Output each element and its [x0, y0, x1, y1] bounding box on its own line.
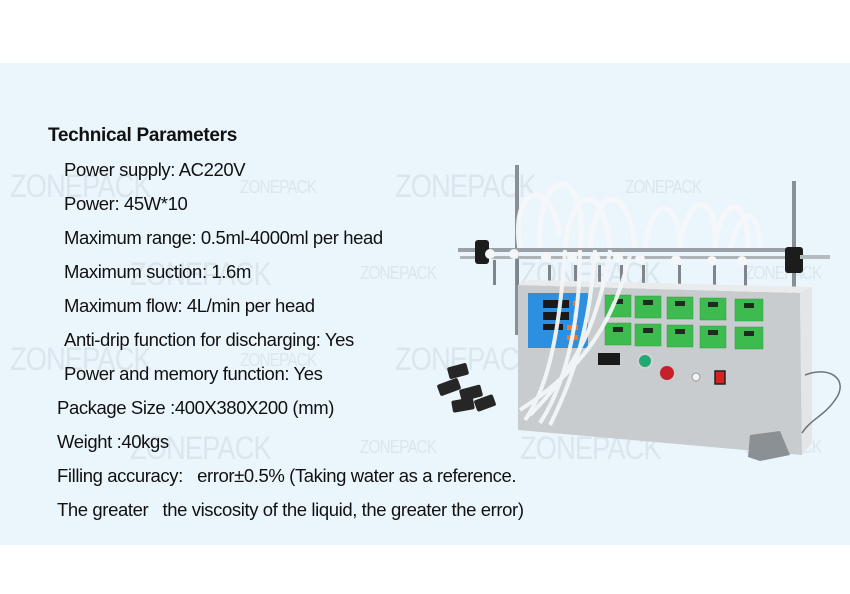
spec-filling-accuracy-note: The greater the viscosity of the liquid,…: [57, 499, 524, 520]
spec-filling-accuracy: Filling accuracy: error±0.5% (Taking wat…: [57, 465, 517, 486]
spec-power-memory: Power and memory function: Yes: [64, 363, 323, 384]
foot-pedal: [748, 431, 790, 461]
spec-weight: Weight :40kgs: [57, 431, 169, 452]
spec-maximum-range: Maximum range: 0.5ml-4000ml per head: [64, 227, 383, 248]
power-switch: [714, 370, 726, 385]
section-title: Technical Parameters: [48, 125, 238, 146]
spec-power-supply: Power supply: AC220V: [64, 159, 246, 180]
spec-power: Power: 45W*10: [64, 193, 188, 214]
spec-maximum-suction: Maximum suction: 1.6m: [64, 261, 251, 282]
spec-anti-drip: Anti-drip function for discharging: Yes: [64, 329, 354, 350]
product-image: [437, 165, 841, 461]
spec-package-size: Package Size :400X380X200 (mm): [57, 397, 334, 418]
knob: [691, 372, 701, 382]
counter-display: [598, 353, 620, 365]
emergency-stop-button: [660, 366, 674, 380]
start-button: [637, 353, 653, 369]
spec-maximum-flow: Maximum flow: 4L/min per head: [64, 295, 315, 316]
